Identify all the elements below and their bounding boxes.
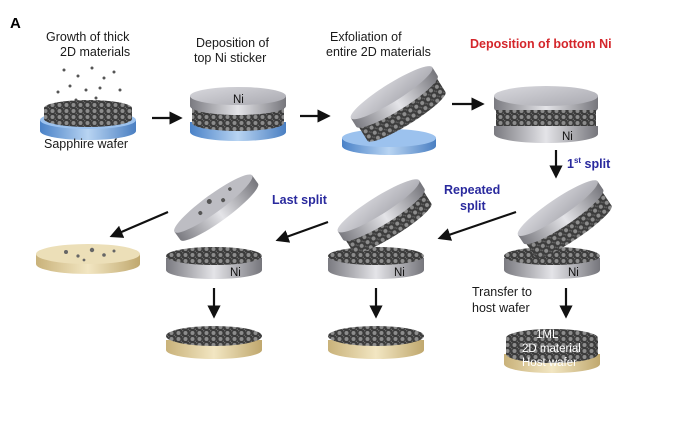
step-growth: Growth of thick 2D materials Sapphire wa… (40, 30, 136, 151)
host-wafer-left-middle (166, 326, 262, 359)
first-split-label: 1st split (567, 156, 611, 171)
ni-label-step4: Ni (562, 131, 573, 143)
host-wafer-middle (328, 326, 424, 359)
step-repeated-split: Ni (328, 179, 432, 279)
step-top-ni: Deposition of top Ni sticker Ni (190, 36, 286, 141)
transfer-label-line1: Transfer to (472, 285, 532, 299)
arrow-to-residue (109, 210, 169, 238)
bottom-ni-layer (494, 126, 598, 143)
precursor-atoms (56, 66, 122, 102)
step-bottom-ni: Deposition of bottom Ni Ni (470, 37, 612, 143)
ni-label-step7: Ni (230, 267, 241, 279)
step-exfoliation: Exfoliation of entire 2D materials (326, 30, 446, 155)
host-2d-label: 2D material (522, 343, 581, 355)
top-ni-label-line1: Deposition of (196, 36, 269, 50)
step-after-first-split: Ni (504, 180, 612, 279)
last-split-label: Last split (272, 193, 328, 207)
repeated-label-line1: Repeated (444, 183, 500, 197)
sapphire-label: Sapphire wafer (44, 137, 128, 151)
host-wafer-1ml: 1ML 2D material Host wafer (504, 329, 600, 373)
ni-label-step2: Ni (233, 94, 244, 106)
top-ni-label-line2: top Ni sticker (194, 51, 266, 65)
repeated-label-line2: split (460, 199, 487, 213)
exfoliation-label-line2: entire 2D materials (326, 45, 431, 59)
ni-label-step5: Ni (568, 267, 579, 279)
exfoliation-label-line1: Exfoliation of (330, 30, 402, 44)
residue-wafer (36, 244, 140, 274)
transfer-label-line2: host wafer (472, 301, 530, 315)
host-1ml-label: 1ML (536, 329, 559, 341)
bottom-ni-label: Deposition of bottom Ni (470, 37, 612, 51)
host-wafer-label: Host wafer (522, 357, 577, 369)
arrow-repeated-split (437, 210, 517, 241)
growth-label-line1: Growth of thick (46, 30, 130, 44)
arrow-last-split (275, 220, 329, 243)
ni-label-step6: Ni (394, 267, 405, 279)
step-last-split: Ni (166, 174, 262, 279)
panel-letter: A (10, 15, 21, 32)
growth-label-line2: 2D materials (60, 45, 130, 59)
